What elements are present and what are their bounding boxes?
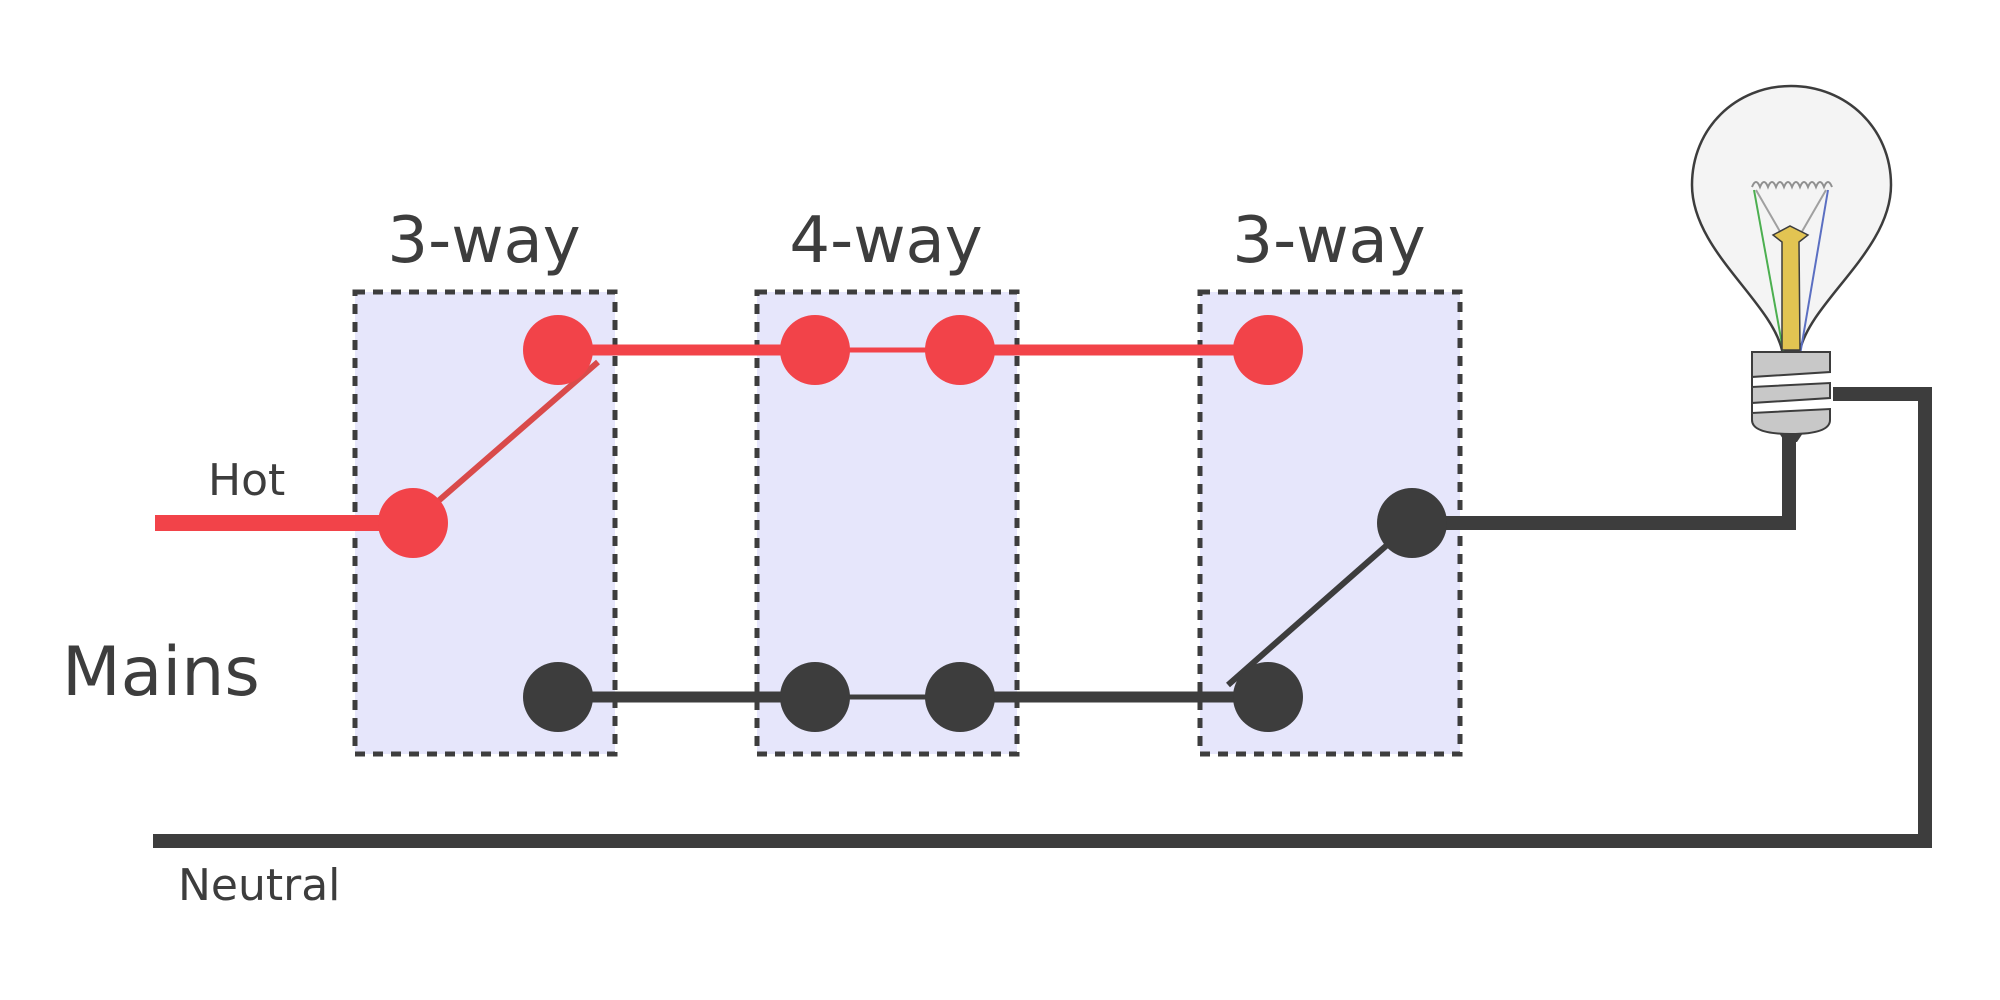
- switch-label-3-way-left: 3-way: [387, 204, 580, 278]
- neutral-label: Neutral: [178, 860, 340, 911]
- terminal-left-common: [378, 488, 448, 558]
- terminal-right-top: [1233, 315, 1303, 385]
- terminal-4way-bottom-right: [925, 662, 995, 732]
- terminal-right-bottom: [1233, 662, 1303, 732]
- switch-lever-right: [1226, 520, 1414, 688]
- bulb-filament: [1751, 181, 1833, 190]
- bulb-filament-lead-left: [1755, 189, 1783, 236]
- bulb-support-wire-left: [1753, 189, 1785, 356]
- switch-label-3-way-right: 3-way: [1232, 204, 1425, 278]
- bulb-stem: [1771, 225, 1810, 351]
- switch-lever-left: [411, 359, 600, 526]
- bulb-screw-base: [1751, 351, 1831, 436]
- terminal-left-bottom: [523, 662, 593, 732]
- bulb-contact: [1779, 433, 1803, 442]
- terminal-4way-top-left: [780, 315, 850, 385]
- terminal-4way-bottom-left: [780, 662, 850, 732]
- bulb-filament-lead-right: [1799, 189, 1827, 236]
- neutral-wire: [153, 387, 1932, 848]
- load-wire-to-lamp: [1412, 428, 1796, 530]
- hot-label: Hot: [208, 455, 285, 506]
- terminal-right-common: [1377, 488, 1447, 558]
- terminal-4way-top-right: [925, 315, 995, 385]
- terminal-left-top: [523, 315, 593, 385]
- bulb-glass: [1690, 84, 1893, 352]
- mains-label: Mains: [62, 633, 260, 712]
- bulb-support-wire-right: [1799, 189, 1829, 356]
- switch-label-4-way: 4-way: [789, 204, 982, 278]
- light-bulb-icon: [1690, 84, 1893, 442]
